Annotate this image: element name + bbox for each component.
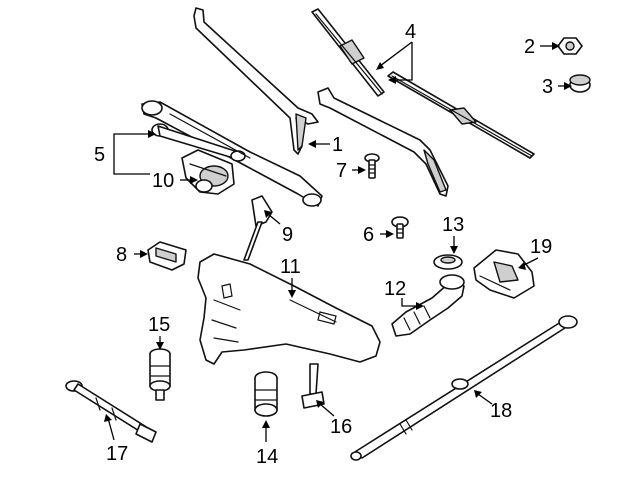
callout-14: 14 — [256, 446, 278, 468]
callout-7: 7 — [336, 160, 347, 182]
filler-neck — [391, 274, 465, 337]
callout-13: 13 — [442, 214, 464, 236]
callout-6: 6 — [363, 224, 374, 246]
callout-9: 9 — [282, 224, 293, 246]
callout-15: 15 — [148, 314, 170, 336]
callout-19: 19 — [530, 236, 552, 258]
bracket-part-8 — [147, 241, 187, 271]
bracket-part-19 — [473, 249, 535, 299]
callout-11: 11 — [280, 256, 301, 278]
bolt-part-7 — [364, 153, 380, 179]
callout-8: 8 — [116, 244, 127, 266]
callout-5: 5 — [94, 144, 105, 166]
callout-4: 4 — [405, 21, 416, 43]
callout-3: 3 — [542, 76, 553, 98]
callout-17: 17 — [106, 443, 128, 465]
callout-2: 2 — [524, 36, 535, 58]
leader-lines — [104, 41, 572, 442]
wiper-arm-left — [193, 7, 319, 155]
callout-12: 12 — [384, 278, 406, 300]
wiper-blade-upper — [311, 8, 385, 97]
callout-1: 1 — [332, 134, 343, 156]
cap-part — [569, 74, 591, 93]
wiper-linkage — [141, 100, 323, 207]
wiper-blade-lower — [387, 71, 535, 159]
washer-hose-left — [65, 380, 157, 443]
washer-pump-15 — [149, 348, 171, 401]
washer-hose-right — [350, 315, 578, 461]
bracket-part-9 — [243, 195, 273, 261]
filler-cap — [433, 254, 463, 270]
callout-labels: 1 2 3 4 5 6 7 8 9 10 11 12 13 14 15 16 1… — [94, 21, 553, 468]
washer-reservoir — [197, 253, 381, 365]
callout-18: 18 — [490, 400, 512, 422]
nut-part — [557, 37, 583, 55]
wiper-arm-right — [317, 87, 449, 197]
bolt-part-6 — [391, 216, 409, 239]
wiper-motor — [181, 149, 235, 195]
callout-16: 16 — [330, 416, 352, 438]
callout-10: 10 — [152, 170, 174, 192]
washer-pump-14 — [254, 371, 278, 417]
